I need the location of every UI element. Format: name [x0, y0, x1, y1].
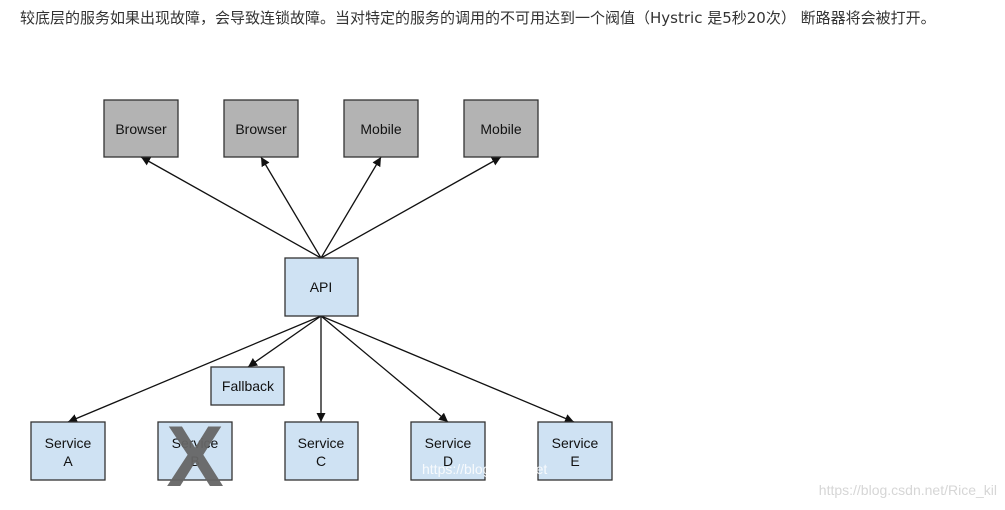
service-node: Service D: [410, 421, 486, 481]
service-box: [157, 421, 233, 481]
fallback-node: Fallback: [210, 366, 285, 406]
service-label-line2: E: [570, 453, 579, 469]
edge-api-service-d: [320, 315, 449, 423]
service-label-line1: Service: [425, 435, 472, 451]
service-label-line1: Service: [552, 435, 599, 451]
client-label: Mobile: [480, 121, 521, 137]
service-label-line2: C: [316, 453, 326, 469]
service-node: Service C: [284, 421, 359, 481]
diagram-watermark: https://blog.csdn.net: [422, 461, 547, 477]
client-node: Mobile: [463, 99, 539, 158]
api-label: API: [310, 279, 333, 295]
service-box: [284, 421, 359, 481]
client-node: Browser: [223, 99, 299, 158]
edge-api-mobile-1: [320, 156, 382, 259]
client-node: Mobile: [343, 99, 419, 158]
page-watermark: https://blog.csdn.net/Rice_kil: [818, 482, 997, 498]
service-label-line2: D: [443, 453, 453, 469]
service-box: [30, 421, 106, 481]
article-paragraph: 较底层的服务如果出现故障，会导致连锁故障。当对特定的服务的调用的不可用达到一个阀…: [20, 9, 936, 27]
edge-api-service-a: [67, 315, 322, 423]
edge-api-fallback: [247, 315, 322, 368]
service-node-failed: Service B X: [157, 409, 233, 505]
edge-api-browser-1: [140, 156, 322, 259]
failed-x-mark: X: [166, 409, 223, 505]
client-label: Browser: [235, 121, 287, 137]
service-box: [537, 421, 613, 481]
api-box: [284, 257, 359, 317]
service-node: Service A: [30, 421, 106, 481]
edge-api-browser-2: [260, 156, 322, 259]
service-label-line1: Service: [172, 435, 219, 451]
service-label-line2: A: [63, 453, 73, 469]
client-label: Browser: [115, 121, 167, 137]
fallback-box: [210, 366, 285, 406]
client-box: [463, 99, 539, 158]
client-node: Browser: [103, 99, 179, 158]
edge-api-service-e: [320, 315, 575, 423]
edges: [67, 156, 575, 423]
client-box: [223, 99, 299, 158]
service-label-line2: B: [190, 453, 199, 469]
edge-api-mobile-2: [320, 156, 502, 259]
client-box: [343, 99, 419, 158]
service-node: Service E: [537, 421, 613, 481]
service-label-line1: Service: [298, 435, 345, 451]
client-label: Mobile: [360, 121, 401, 137]
client-box: [103, 99, 179, 158]
service-label-line1: Service: [45, 435, 92, 451]
fallback-label: Fallback: [222, 378, 275, 394]
api-node: API: [284, 257, 359, 317]
service-box: [410, 421, 486, 481]
